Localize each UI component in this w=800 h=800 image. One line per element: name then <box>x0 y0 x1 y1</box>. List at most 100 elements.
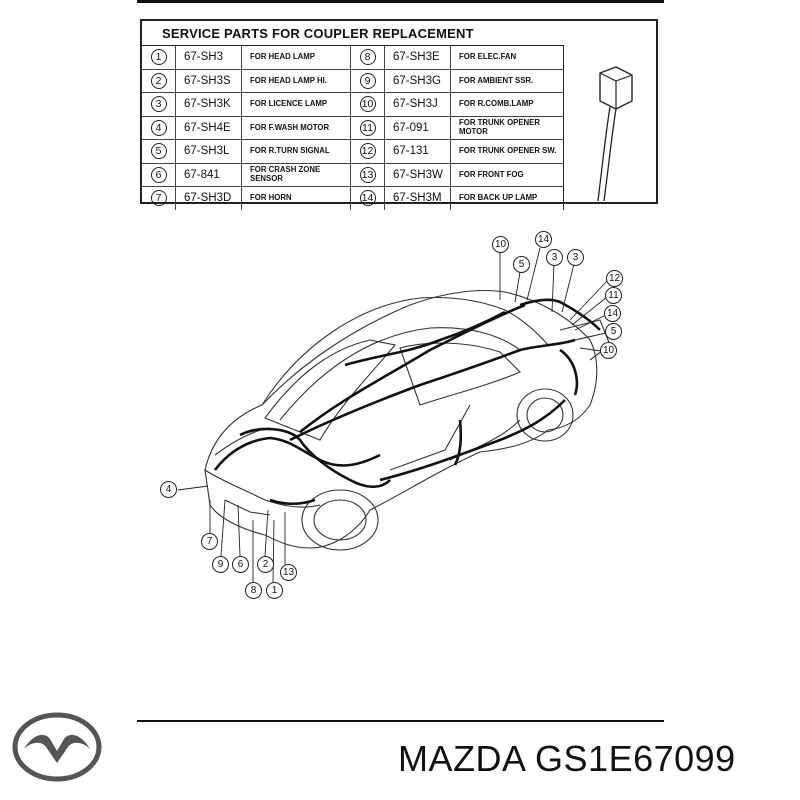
part-description-right: FOR ELEC.FAN <box>451 46 564 69</box>
row-number-right-cell: 14 <box>351 187 385 210</box>
callout-rear: 11 <box>605 287 622 304</box>
row-number-right: 11 <box>359 119 376 136</box>
part-number-right: 67-SH3J <box>385 93 451 116</box>
part-number-right: 67-SH3E <box>385 46 451 69</box>
callout-rear: 14 <box>604 305 621 322</box>
part-description-right: FOR FRONT FOG <box>451 163 564 186</box>
callout-rear: 3 <box>567 249 584 266</box>
part-description-right: FOR R.COMB.LAMP <box>451 93 564 116</box>
part-number-right: 67-SH3M <box>385 187 451 210</box>
callout-rear: 3 <box>546 249 563 266</box>
car-windshield <box>264 339 397 441</box>
part-number-right: 67-SH3G <box>385 69 451 92</box>
row-number-left-cell: 1 <box>142 46 176 69</box>
row-number-left-cell: 6 <box>142 163 176 186</box>
callout-front: 7 <box>201 533 218 550</box>
callout-rear: 12 <box>606 270 623 287</box>
callout-front: 8 <box>245 582 262 599</box>
coupler-connector-icon <box>597 66 633 202</box>
row-number-left-cell: 7 <box>142 187 176 210</box>
part-description-right: FOR TRUNK OPENER MOTOR <box>451 116 564 139</box>
bottom-rule <box>137 720 664 722</box>
row-number-right-cell: 11 <box>351 116 385 139</box>
brand-name: MAZDA <box>398 738 525 779</box>
callout-front: 9 <box>212 556 229 573</box>
mazda-logo-icon <box>12 712 102 782</box>
row-number-right-cell: 12 <box>351 140 385 163</box>
callout-front: 4 <box>160 481 177 498</box>
front-wheel <box>301 489 379 551</box>
row-number-right-cell: 10 <box>351 93 385 116</box>
part-number-right: 67-131 <box>385 140 451 163</box>
callout-rear: 10 <box>600 342 617 359</box>
car-body-outline <box>204 290 598 549</box>
car-roof <box>261 296 549 406</box>
part-number-left: 67-SH3K <box>176 93 242 116</box>
wiring-harness-diagram <box>177 247 611 583</box>
row-number-left: 5 <box>150 143 167 160</box>
top-rule <box>137 0 664 3</box>
callout-front: 6 <box>232 556 249 573</box>
callout-front: 2 <box>257 556 274 573</box>
part-description-right: FOR TRUNK OPENER SW. <box>451 140 564 163</box>
footer-part-label: MAZDA GS1E67099 <box>398 738 736 780</box>
rear-wheel <box>516 388 574 442</box>
part-description-left: FOR HEAD LAMP HI. <box>242 69 351 92</box>
row-number-left: 3 <box>150 96 167 113</box>
part-number-right: 67-SH3W <box>385 163 451 186</box>
row-number-right: 14 <box>359 190 376 207</box>
table-title: SERVICE PARTS FOR COUPLER REPLACEMENT <box>162 26 474 41</box>
row-number-right: 8 <box>359 49 376 66</box>
part-description-right: FOR BACK UP LAMP <box>451 187 564 210</box>
part-description-right: FOR AMBIENT SSR. <box>451 69 564 92</box>
callout-rear: 5 <box>605 323 622 340</box>
row-number-right: 9 <box>359 72 376 89</box>
row-number-left: 6 <box>150 166 167 183</box>
row-number-right: 10 <box>359 96 376 113</box>
part-description-left: FOR HORN <box>242 187 351 210</box>
callout-rear: 5 <box>513 256 530 273</box>
row-number-right: 12 <box>359 143 376 160</box>
row-number-right-cell: 9 <box>351 69 385 92</box>
part-number-left: 67-SH3D <box>176 187 242 210</box>
row-number-left: 1 <box>150 49 167 66</box>
part-number-left: 67-SH4E <box>176 116 242 139</box>
row-number-left: 4 <box>150 119 167 136</box>
callout-front: 13 <box>280 564 297 581</box>
row-number-left-cell: 5 <box>142 140 176 163</box>
callout-rear: 14 <box>535 231 552 248</box>
row-number-left: 7 <box>150 190 167 207</box>
car-side-window <box>399 342 521 406</box>
row-number-right-cell: 8 <box>351 46 385 69</box>
part-number-left: 67-SH3S <box>176 69 242 92</box>
leader-lines <box>177 247 609 583</box>
part-number-right: 67-091 <box>385 116 451 139</box>
part-number-left: 67-841 <box>176 163 242 186</box>
row-number-right: 13 <box>359 166 376 183</box>
part-description-left: FOR R.TURN SIGNAL <box>242 140 351 163</box>
part-description-left: FOR CRASH ZONE SENSOR <box>242 163 351 186</box>
callout-front: 1 <box>266 582 283 599</box>
part-description-left: FOR HEAD LAMP <box>242 46 351 69</box>
row-number-left: 2 <box>150 72 167 89</box>
callout-rear: 10 <box>492 236 509 253</box>
part-number-left: 67-SH3 <box>176 46 242 69</box>
row-number-right-cell: 13 <box>351 163 385 186</box>
row-number-left-cell: 2 <box>142 69 176 92</box>
part-description-left: FOR F.WASH MOTOR <box>242 116 351 139</box>
row-number-left-cell: 3 <box>142 93 176 116</box>
harness-wires <box>213 298 601 506</box>
part-description-left: FOR LICENCE LAMP <box>242 93 351 116</box>
part-number: GS1E67099 <box>535 738 736 779</box>
row-number-left-cell: 4 <box>142 116 176 139</box>
part-number-left: 67-SH3L <box>176 140 242 163</box>
